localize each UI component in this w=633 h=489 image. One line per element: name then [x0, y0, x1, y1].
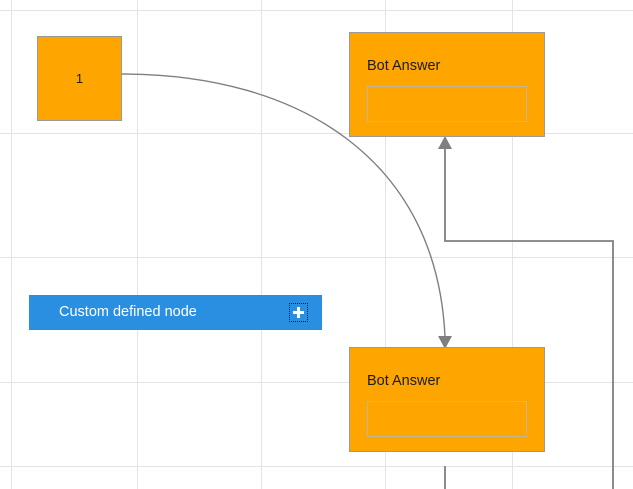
custom-defined-node-bar[interactable]: Custom defined node — [29, 295, 322, 330]
bot-answer-title: Bot Answer — [367, 58, 441, 74]
gridline-horizontal — [0, 466, 633, 467]
gridline-horizontal — [0, 382, 633, 383]
gridline-vertical — [11, 0, 12, 489]
custom-defined-node-label: Custom defined node — [59, 304, 197, 320]
gridline-horizontal — [0, 10, 633, 11]
bot-answer-node-top[interactable]: Bot Answer — [349, 32, 545, 137]
plus-glyph — [293, 307, 304, 318]
plus-icon[interactable] — [289, 303, 308, 322]
start-node-label: 1 — [75, 71, 84, 86]
gridline-horizontal — [0, 257, 633, 258]
gridline-vertical — [137, 0, 138, 489]
start-node[interactable]: 1 — [37, 36, 122, 121]
bot-answer-slot[interactable] — [367, 401, 527, 437]
bot-answer-node-bottom[interactable]: Bot Answer — [349, 347, 545, 452]
bot-answer-title: Bot Answer — [367, 373, 441, 389]
bot-answer-slot[interactable] — [367, 86, 527, 122]
gridline-vertical — [261, 0, 262, 489]
